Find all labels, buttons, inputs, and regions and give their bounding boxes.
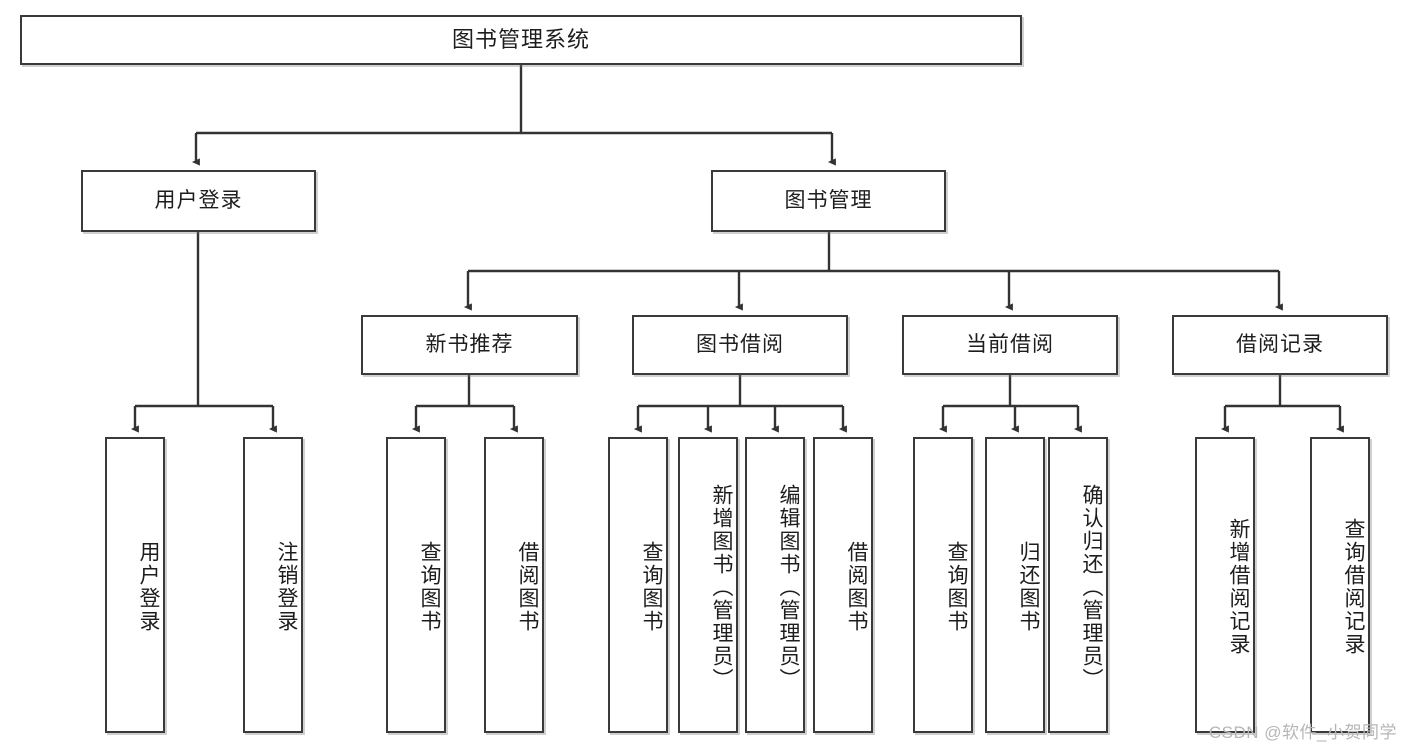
node-current-borrow[interactable]: 当前借阅 (902, 315, 1118, 375)
node-leaf-query-book-3[interactable]: 查询图书 (913, 437, 973, 733)
node-leaf-edit-book-label: 编辑图书（管理员） (777, 483, 800, 691)
node-leaf-query-book-3-label: 查询图书 (945, 541, 968, 633)
node-leaf-borrow-book-1[interactable]: 借阅图书 (484, 437, 544, 733)
node-book-borrow[interactable]: 图书借阅 (632, 315, 848, 375)
node-leaf-user-login-label: 用户登录 (137, 541, 160, 633)
node-book-manage[interactable]: 图书管理 (711, 170, 946, 232)
node-leaf-query-book-1-label: 查询图书 (418, 541, 441, 633)
node-leaf-add-record[interactable]: 新增借阅记录 (1195, 437, 1255, 733)
node-leaf-confirm-return-label: 确认归还（管理员） (1080, 483, 1103, 691)
node-current-borrow-label: 当前借阅 (966, 333, 1054, 357)
node-leaf-query-book-1[interactable]: 查询图书 (386, 437, 446, 733)
node-leaf-logout[interactable]: 注销登录 (243, 437, 303, 733)
node-leaf-return-book[interactable]: 归还图书 (985, 437, 1045, 733)
node-borrow-record-label: 借阅记录 (1236, 333, 1324, 357)
node-leaf-borrow-book-2-label: 借阅图书 (845, 541, 868, 633)
node-root[interactable]: 图书管理系统 (20, 15, 1022, 65)
node-leaf-borrow-book-2[interactable]: 借阅图书 (813, 437, 873, 733)
node-leaf-query-book-2[interactable]: 查询图书 (608, 437, 668, 733)
node-borrow-record[interactable]: 借阅记录 (1172, 315, 1388, 375)
node-book-borrow-label: 图书借阅 (696, 333, 784, 357)
node-leaf-query-book-2-label: 查询图书 (640, 541, 663, 633)
node-leaf-add-book-label: 新增图书（管理员） (710, 483, 733, 691)
node-leaf-edit-book[interactable]: 编辑图书（管理员） (745, 437, 805, 733)
node-leaf-query-record[interactable]: 查询借阅记录 (1310, 437, 1370, 733)
node-leaf-logout-label: 注销登录 (275, 541, 298, 633)
node-new-book-rec[interactable]: 新书推荐 (361, 315, 578, 375)
node-leaf-add-book[interactable]: 新增图书（管理员） (678, 437, 738, 733)
node-user-login-label: 用户登录 (154, 189, 243, 213)
node-leaf-confirm-return[interactable]: 确认归还（管理员） (1048, 437, 1108, 733)
node-leaf-borrow-book-1-label: 借阅图书 (516, 541, 539, 633)
node-root-label: 图书管理系统 (451, 26, 590, 52)
node-leaf-add-record-label: 新增借阅记录 (1227, 518, 1250, 656)
node-leaf-user-login[interactable]: 用户登录 (105, 437, 165, 733)
node-new-book-rec-label: 新书推荐 (425, 333, 514, 357)
watermark-text: CSDN @软件_小贺同学 (1208, 723, 1397, 742)
node-book-manage-label: 图书管理 (784, 189, 873, 213)
node-user-login[interactable]: 用户登录 (81, 170, 316, 232)
node-leaf-query-record-label: 查询借阅记录 (1342, 518, 1365, 656)
node-leaf-return-book-label: 归还图书 (1017, 541, 1040, 633)
